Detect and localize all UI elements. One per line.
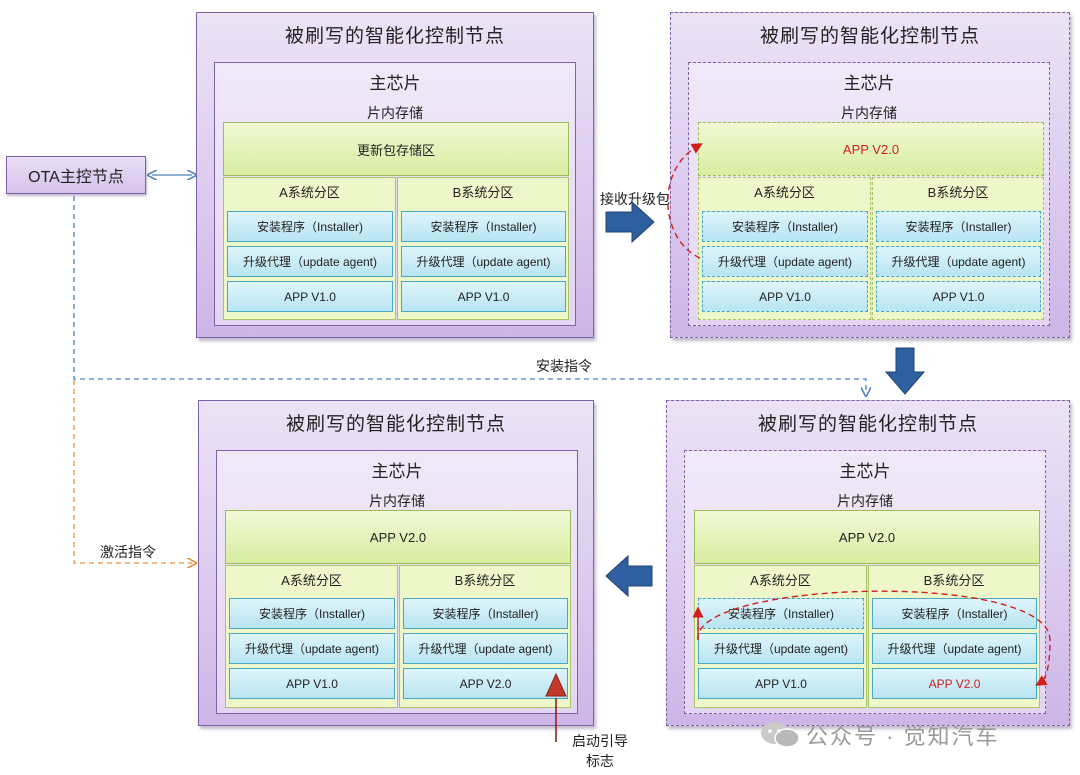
receive-package-label: 接收升级包	[600, 191, 670, 207]
app-a-label: APP V1.0	[759, 289, 811, 304]
installer-a: 安装程序（Installer)	[702, 211, 868, 242]
partition-b-label: B系统分区	[454, 573, 516, 588]
app-a: APP V1.0	[229, 668, 395, 699]
update-agent-b-label: 升级代理（update agent)	[891, 255, 1026, 269]
update-package-area-label: APP V2.0	[842, 141, 900, 157]
ota-master-node-label: OTA主控节点	[28, 169, 124, 186]
update-package-area: APP V2.0	[225, 510, 571, 564]
partition-a-label: A系统分区	[279, 185, 340, 200]
node-title: 被刷写的智能化控制节点	[284, 26, 505, 47]
app-a-label: APP V1.0	[755, 676, 807, 691]
partition-b-label: B系统分区	[927, 185, 989, 200]
chip-title: 主芯片	[371, 462, 423, 481]
update-agent-b: 升级代理（update agent)	[403, 633, 568, 664]
app-b: APP V2.0	[403, 668, 568, 699]
installer-b: 安装程序（Installer)	[403, 598, 568, 629]
storage-title: 片内存储	[841, 105, 897, 121]
app-a: APP V1.0	[227, 281, 393, 312]
installer-a-label: 安装程序（Installer)	[727, 607, 834, 621]
download-flow-arrow	[667, 143, 703, 259]
boot-flag-marker	[545, 672, 567, 697]
partition-b-label: B系统分区	[452, 185, 514, 200]
app-b: APP V1.0	[401, 281, 566, 312]
update-agent-a-label: 升级代理（update agent)	[244, 642, 380, 656]
update-package-area-label: APP V2.0	[838, 529, 896, 545]
install-flow-arrow	[697, 590, 1051, 686]
installer-b-label: 安装程序（Installer)	[430, 220, 537, 234]
node-title: 被刷写的智能化控制节点	[757, 414, 978, 435]
installer-b: 安装程序（Installer)	[401, 211, 566, 242]
update-agent-b: 升级代理（update agent)	[876, 246, 1041, 277]
partition-a-label: A系统分区	[754, 185, 815, 200]
app-b-label: APP V1.0	[932, 289, 985, 304]
block-arrow-right	[605, 200, 655, 244]
update-package-area-label: 更新包存储区	[356, 142, 435, 158]
update-agent-a: 升级代理（update agent)	[698, 633, 864, 664]
app-b: APP V1.0	[876, 281, 1041, 312]
app-b-label: APP V1.0	[457, 289, 510, 304]
watermark-text: 公众号 · 觉知汽车	[806, 724, 1000, 749]
update-package-area-label: APP V2.0	[369, 529, 427, 545]
install-command-label: 安装指令	[536, 358, 592, 374]
node-title: 被刷写的智能化控制节点	[285, 414, 506, 435]
update-agent-a: 升级代理（update agent)	[227, 246, 393, 277]
partition-b-label: B系统分区	[923, 573, 985, 588]
update-agent-a-label: 升级代理（update agent)	[717, 255, 853, 269]
installer-b: 安装程序（Installer)	[876, 211, 1041, 242]
installer-b-label: 安装程序（Installer)	[905, 220, 1012, 234]
app-a: APP V1.0	[702, 281, 868, 312]
update-package-area: 更新包存储区	[223, 122, 569, 176]
partition-a-label: A系统分区	[281, 573, 342, 588]
update-agent-a-label: 升级代理（update agent)	[242, 255, 378, 269]
installer-a-label: 安装程序（Installer)	[258, 607, 365, 621]
installer-a-label: 安装程序（Installer)	[731, 220, 838, 234]
update-agent-b-label: 升级代理（update agent)	[418, 642, 553, 656]
update-agent-a: 升级代理（update agent)	[229, 633, 395, 664]
boot-flag-label-line1: 启动引导	[572, 733, 628, 749]
install-command-arrow	[73, 196, 866, 392]
chip-title: 主芯片	[369, 74, 421, 93]
ota-master-node: OTA主控节点	[6, 156, 146, 194]
wechat-logo	[758, 718, 802, 752]
node-title: 被刷写的智能化控制节点	[759, 26, 980, 47]
app-b: APP V2.0	[872, 668, 1037, 699]
app-a-label: APP V1.0	[284, 289, 336, 304]
update-agent-b-label: 升级代理（update agent)	[887, 642, 1022, 656]
update-agent-b: 升级代理（update agent)	[401, 246, 566, 277]
boot-flag-label-line2: 标志	[586, 753, 614, 769]
chip-title: 主芯片	[843, 74, 895, 93]
update-package-area: APP V2.0	[694, 510, 1040, 564]
update-agent-b-label: 升级代理（update agent)	[416, 255, 551, 269]
installer-a: 安装程序（Installer)	[227, 211, 393, 242]
update-package-area: APP V2.0	[698, 122, 1044, 176]
update-agent-b: 升级代理（update agent)	[872, 633, 1037, 664]
installer-b: 安装程序（Installer)	[872, 598, 1037, 629]
activate-command-arrow	[73, 380, 192, 563]
chip-title: 主芯片	[839, 462, 891, 481]
block-arrow-down	[884, 347, 926, 395]
storage-title: 片内存储	[369, 493, 425, 509]
installer-a: 安装程序（Installer)	[698, 598, 864, 629]
partition-a-label: A系统分区	[750, 573, 811, 588]
app-b-label: APP V2.0	[928, 676, 981, 691]
installer-b-label: 安装程序（Installer)	[432, 607, 539, 621]
installer-a-label: 安装程序（Installer)	[256, 220, 363, 234]
storage-title: 片内存储	[367, 105, 423, 121]
app-a: APP V1.0	[698, 668, 864, 699]
installer-a: 安装程序（Installer)	[229, 598, 395, 629]
update-agent-a: 升级代理（update agent)	[702, 246, 868, 277]
block-arrow-left	[605, 554, 653, 598]
app-a-label: APP V1.0	[286, 676, 338, 691]
activate-command-label: 激活指令	[100, 544, 156, 560]
app-b-label: APP V2.0	[459, 676, 512, 691]
storage-title: 片内存储	[837, 493, 893, 509]
update-agent-a-label: 升级代理（update agent)	[713, 642, 849, 656]
installer-b-label: 安装程序（Installer)	[901, 607, 1008, 621]
